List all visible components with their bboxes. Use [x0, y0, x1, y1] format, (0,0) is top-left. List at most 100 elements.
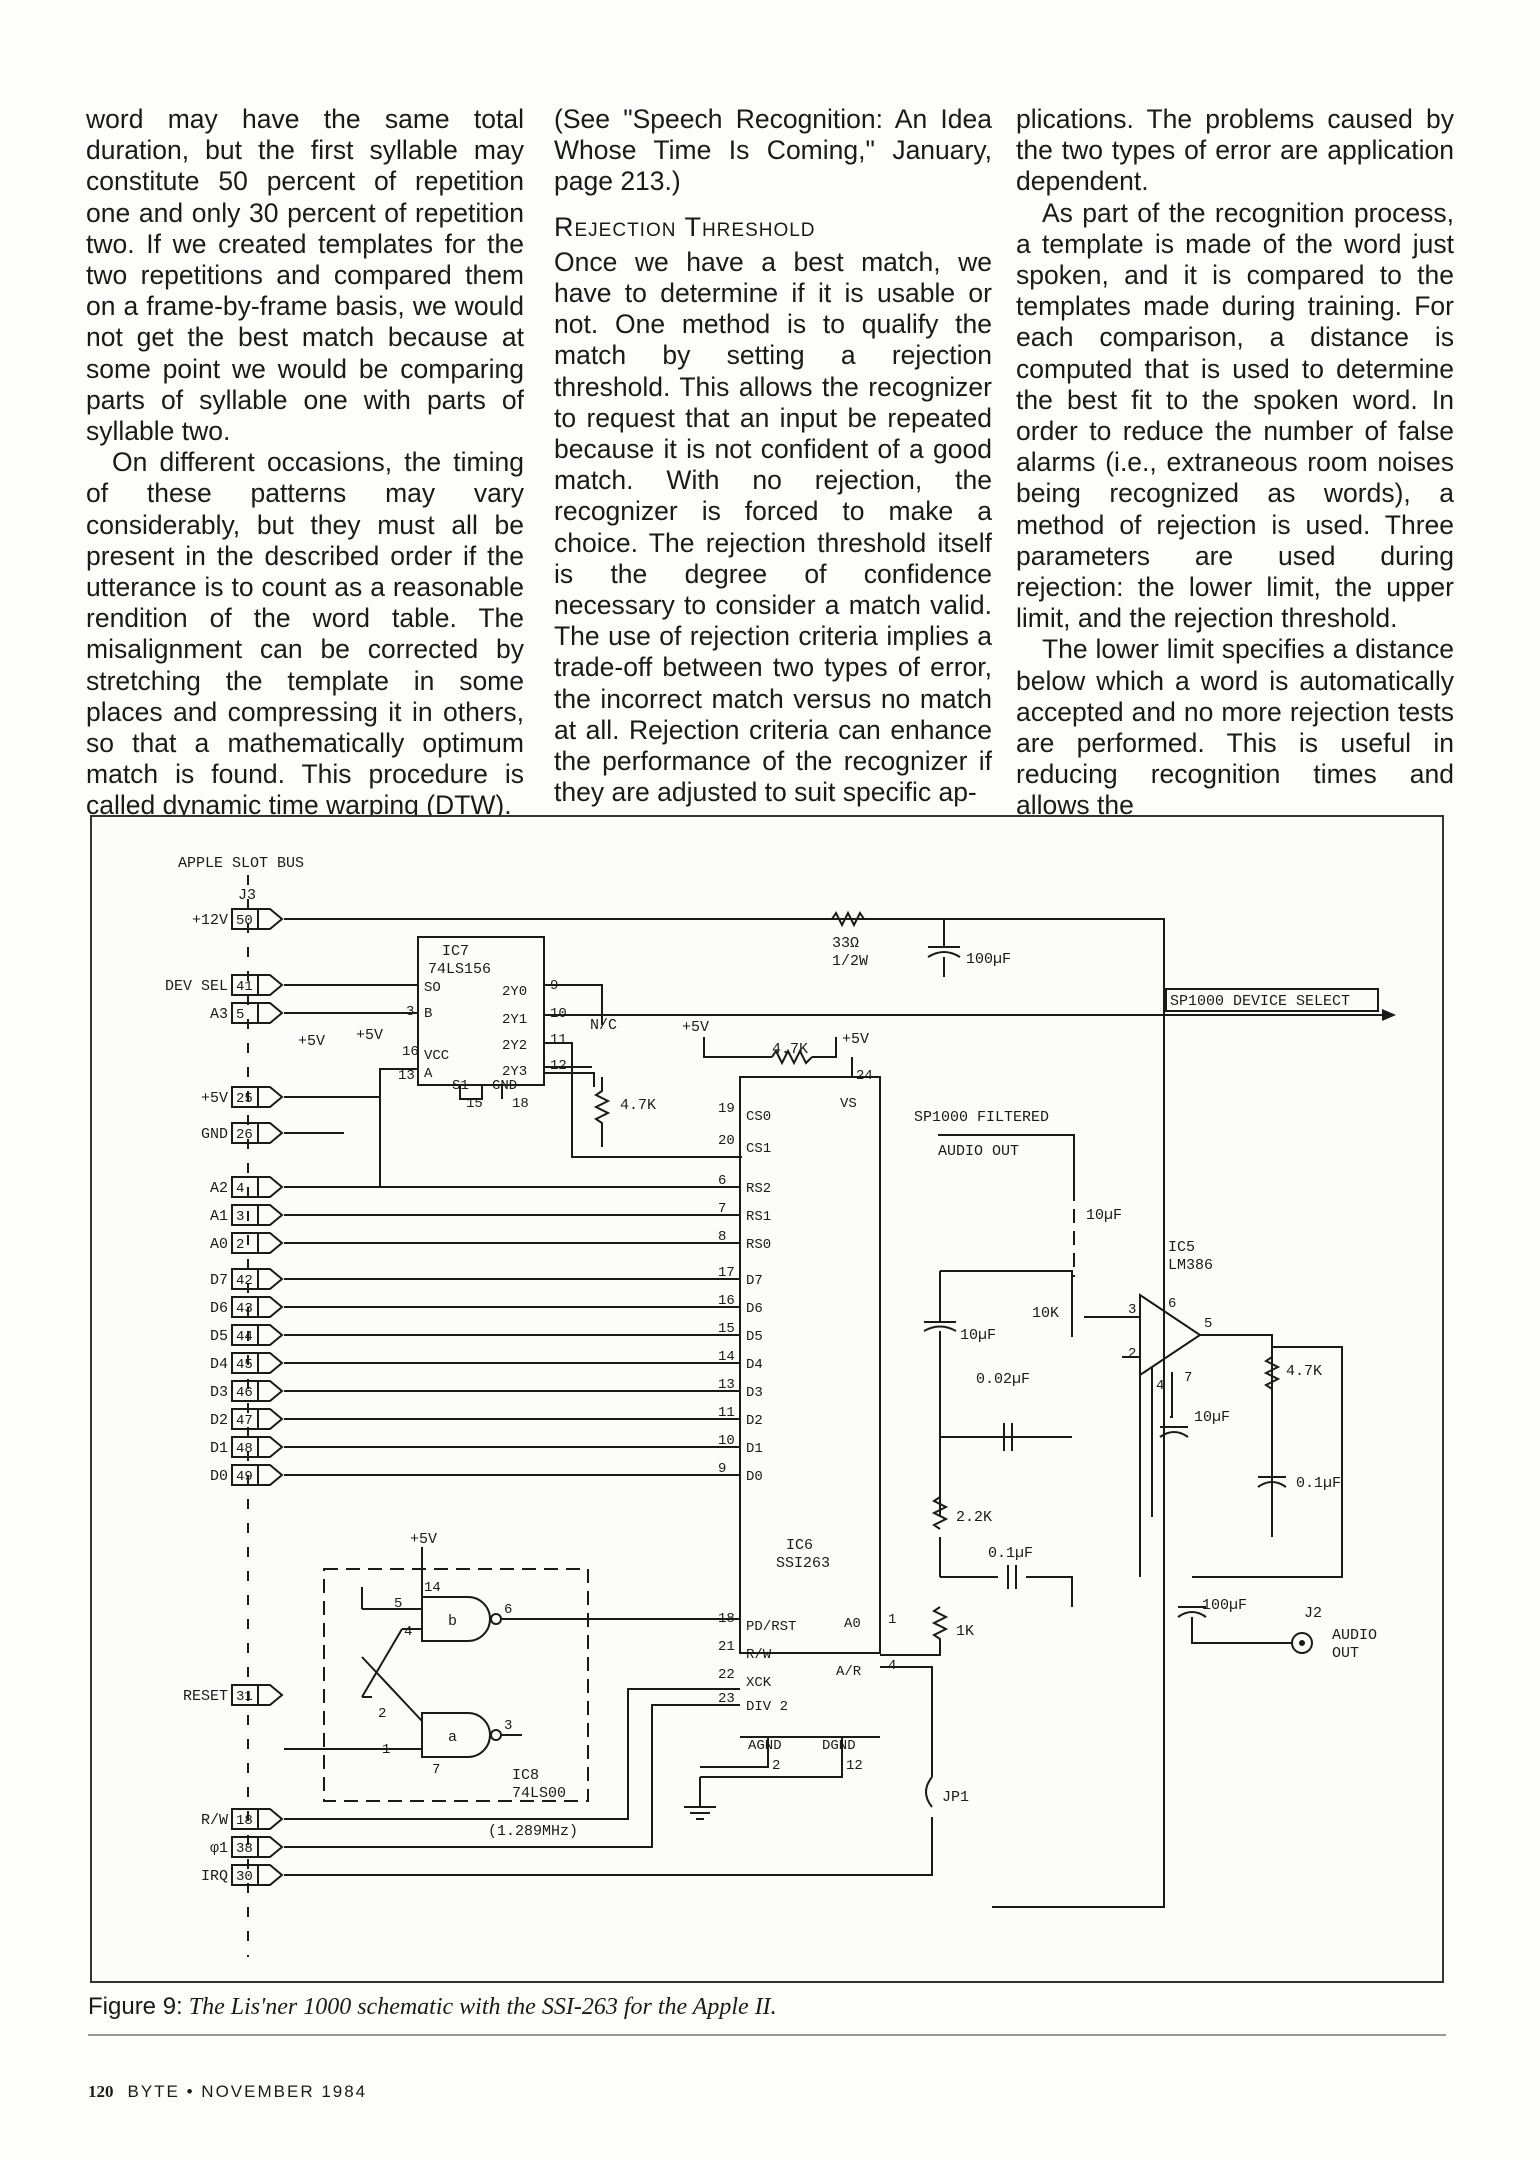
bus-pin-number: 18 [236, 1813, 253, 1829]
jumper-icon [925, 1776, 933, 1808]
paragraph: As part of the recognition process, a te… [1016, 197, 1454, 634]
jack-icon [1291, 1632, 1313, 1654]
figure-caption: Figure 9: The Lis'ner 1000 schematic wit… [88, 1993, 777, 2021]
wire-amp [1084, 1316, 1273, 1577]
pin-number: 12 [846, 1758, 863, 1774]
paragraph: word may have the same total duration, b… [86, 104, 524, 447]
pin-number: 22 [718, 1667, 735, 1683]
ic6-pin: PD/RST [746, 1619, 796, 1635]
resistor-icon [1263, 1356, 1281, 1477]
bus-arrow-icon [258, 1684, 284, 1706]
bus-pin-box [231, 1836, 259, 1858]
bus-pin-label: A1 [210, 1208, 228, 1225]
ic6-pin: XCK [746, 1675, 772, 1691]
bus-arrow-icon [258, 1808, 284, 1830]
bus-pin-number: 48 [236, 1441, 253, 1457]
wire-amp-out [1192, 1346, 1343, 1578]
wire-audio [938, 1134, 1075, 1187]
pin-number: 9 [718, 1461, 726, 1477]
page-number: 120 [88, 2082, 114, 2101]
paragraph: Once we have a best match, we have to de… [554, 246, 992, 808]
device-select-label: SP1000 DEVICE SELECT [1170, 993, 1350, 1010]
bus-pin-box [231, 1324, 259, 1346]
bus-arrow-icon [258, 1836, 284, 1858]
pin-number: 2 [378, 1706, 386, 1722]
pin-number: 5 [394, 1596, 402, 1612]
capacitor-value: 10µF [1086, 1207, 1122, 1224]
ic6-pin: R/W [746, 1647, 772, 1663]
bus-pin-label: D5 [210, 1328, 228, 1345]
bus-pin-label: A0 [210, 1236, 228, 1253]
pin-number: 7 [432, 1762, 440, 1778]
capacitor-icon [940, 1423, 1072, 1451]
ic6-name: IC6 [786, 1537, 813, 1554]
bus-pin-box [231, 1352, 259, 1374]
bus-pin-label: D1 [210, 1440, 228, 1457]
ic6-pin: RS0 [746, 1237, 771, 1253]
pin-number: 6 [1168, 1296, 1176, 1312]
bus-pin-box [231, 1464, 259, 1486]
supply-label: +5V [842, 1031, 869, 1048]
bus-arrow-icon [258, 1002, 284, 1024]
ic6-pin: CS1 [746, 1141, 771, 1157]
nand-gate-b [421, 1596, 491, 1642]
device-select-box [1165, 988, 1379, 1012]
bus-pin-label: GND [201, 1126, 228, 1143]
bus-pin-box [231, 1684, 259, 1706]
pin-number: 7 [718, 1201, 726, 1217]
bus-title: APPLE SLOT BUS [178, 855, 304, 872]
bus-arrow-icon [258, 1352, 284, 1374]
pin-number: 14 [718, 1349, 735, 1365]
bus-pin-number: 47 [236, 1413, 253, 1429]
bus-pin-number: 26 [236, 1127, 253, 1143]
pin-number: 18 [512, 1096, 529, 1112]
bus-pin-box [231, 1086, 259, 1108]
supply-label: +5V [682, 1019, 709, 1036]
ic6-pin: D4 [746, 1357, 763, 1373]
ic6-pin: A/R [836, 1664, 862, 1680]
resistor-value: 2.2K [956, 1509, 992, 1526]
ic7-pin: B [424, 1006, 432, 1022]
pin-number: 13 [398, 1068, 415, 1084]
bus-pin-number: 46 [236, 1385, 253, 1401]
bus-pin-label: DEV SEL [165, 978, 228, 995]
capacitor-value: 10µF [1194, 1409, 1230, 1426]
bus-pin-box [231, 1268, 259, 1290]
capacitor-value: 100µF [966, 951, 1011, 968]
ic8-part: 74LS00 [512, 1785, 566, 1802]
bus-pin-box [231, 1380, 259, 1402]
ic6-pin: RS2 [746, 1181, 771, 1197]
supply-label: +5V [298, 1033, 325, 1050]
bus-pin-label: D4 [210, 1356, 228, 1373]
nand-gate-a [421, 1712, 491, 1758]
pin-number: 2 [772, 1758, 780, 1774]
bus-pin-number: 25 [236, 1091, 253, 1107]
pin-number: 5 [1204, 1316, 1212, 1332]
ic6-pin: D2 [746, 1413, 763, 1429]
ic6-pin: RS1 [746, 1209, 771, 1225]
ic6-pin: D7 [746, 1273, 763, 1289]
capacitor-value: 0.1µF [988, 1545, 1033, 1562]
bus-pin-number: 31 [236, 1689, 253, 1705]
resistor-value: 33Ω [832, 935, 859, 952]
bus-pin-number: 38 [236, 1841, 253, 1857]
bus-pin-box [231, 974, 259, 996]
bus-pin-box [231, 1232, 259, 1254]
bus-pin-label: +5V [201, 1090, 228, 1107]
pin-number: 4 [404, 1624, 412, 1640]
resistor-icon [771, 1048, 813, 1066]
ic6-pin: AGND [748, 1738, 782, 1754]
pin-number: 11 [718, 1405, 735, 1421]
wire-12v [284, 918, 1165, 1908]
ic8-name: IC8 [512, 1767, 539, 1784]
bus-pin-number: 42 [236, 1273, 253, 1289]
bus-pin-label: D7 [210, 1272, 228, 1289]
ic7-pin: GND [492, 1078, 517, 1094]
gate-label: b [448, 1613, 457, 1630]
capacitor-icon [927, 919, 961, 977]
bus-arrow-icon [258, 974, 284, 996]
filtered-label: SP1000 FILTERED [914, 1109, 1049, 1126]
ic5-part: LM386 [1168, 1257, 1213, 1274]
